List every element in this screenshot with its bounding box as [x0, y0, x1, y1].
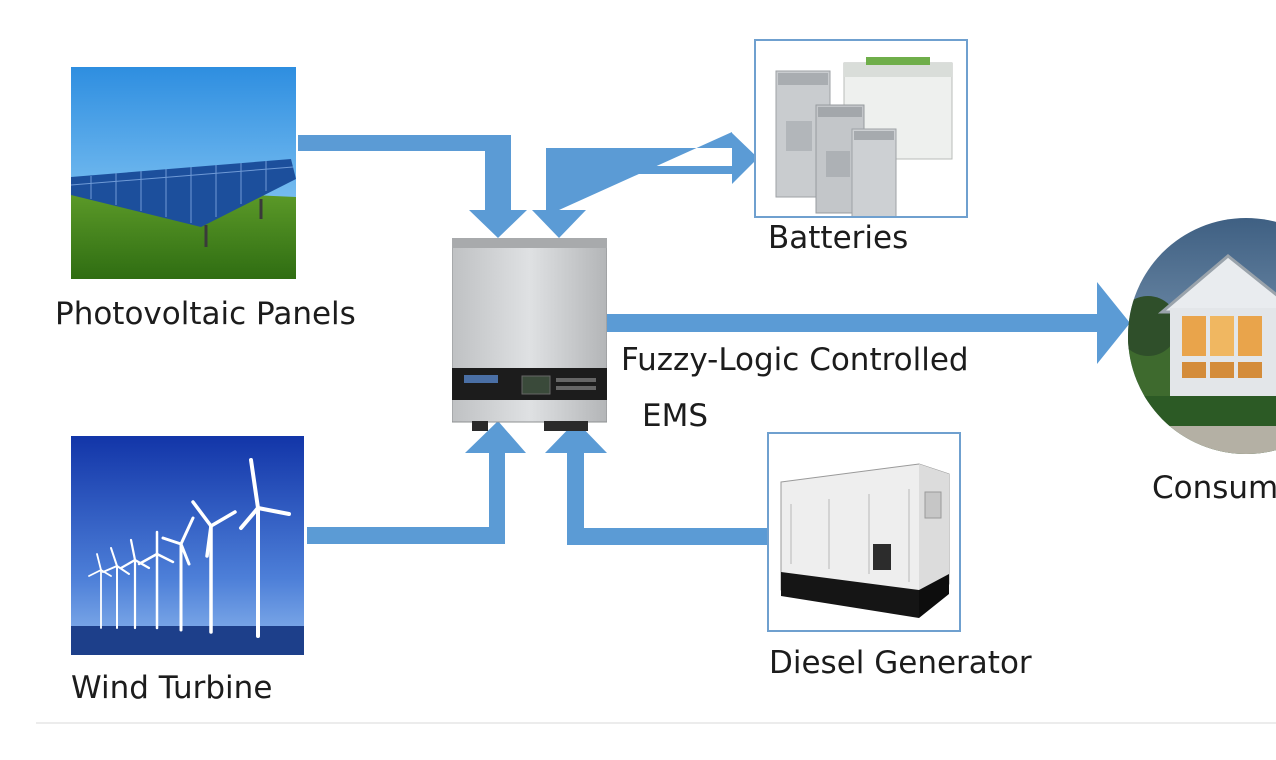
pv-label: Photovoltaic Panels [55, 296, 356, 332]
arrow-ems-to-batteries [532, 132, 758, 238]
batteries-image [754, 39, 968, 218]
batteries-label: Batteries [768, 220, 909, 256]
ems-inverter-image [452, 238, 607, 433]
ems-label-line1: Fuzzy-Logic Controlled [621, 342, 969, 378]
bottom-divider [36, 722, 1276, 724]
wind-label: Wind Turbine [71, 670, 273, 706]
generator-image [767, 432, 961, 632]
arrow-generator-to-ems [545, 421, 768, 545]
arrow-pv-to-ems [298, 135, 527, 238]
arrow-wind-to-ems [307, 421, 526, 544]
ems-label-line2: EMS [642, 398, 709, 434]
wind-turbine-image [71, 436, 304, 655]
consumer-house-image [1128, 216, 1276, 456]
generator-label: Diesel Generator [769, 645, 1032, 681]
pv-panel-image [71, 67, 296, 279]
consumer-label: Consum [1152, 470, 1276, 506]
arrow-ems-to-consumer [607, 282, 1130, 364]
